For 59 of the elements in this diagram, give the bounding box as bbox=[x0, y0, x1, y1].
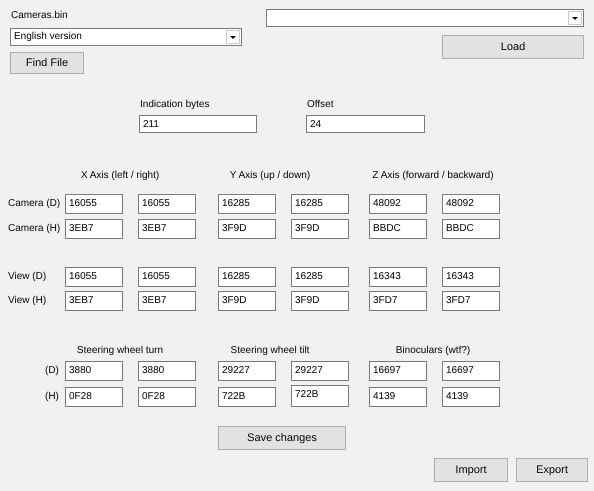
input-field: 3F9D bbox=[218, 219, 276, 239]
input-field: 48092 bbox=[442, 194, 500, 214]
input-field: 16285 bbox=[218, 194, 276, 214]
input-field: 3EB7 bbox=[65, 219, 123, 239]
row-label: View (D) bbox=[8, 271, 46, 282]
input-field: 0F28 bbox=[65, 387, 123, 407]
row-label: (H) bbox=[45, 391, 59, 402]
column-heading: Z Axis (forward / backward) bbox=[372, 170, 494, 181]
input-field: 16343 bbox=[442, 267, 500, 287]
column-heading: Y Axis (up / down) bbox=[230, 170, 310, 181]
input-field: 16285 bbox=[291, 194, 349, 214]
input-field: 16055 bbox=[65, 194, 123, 214]
input-field: 3F9D bbox=[291, 291, 349, 311]
input-field: 16285 bbox=[291, 267, 349, 287]
input-field: 16055 bbox=[138, 194, 196, 214]
input-field: 16055 bbox=[138, 267, 196, 287]
input-field: 4139 bbox=[369, 387, 427, 407]
column-heading: Binoculars (wtf?) bbox=[396, 345, 470, 356]
input-field: 16285 bbox=[218, 267, 276, 287]
save-changes-button: Save changes bbox=[218, 426, 346, 450]
input-field: 211 bbox=[139, 115, 257, 133]
input-field: 3EB7 bbox=[65, 291, 123, 311]
input-field: 16055 bbox=[65, 267, 123, 287]
import-button: Import bbox=[434, 458, 508, 482]
input-field: BBDC bbox=[369, 219, 427, 239]
field-label: Offset bbox=[307, 99, 334, 110]
input-field: 0F28 bbox=[138, 387, 196, 407]
row-label: (D) bbox=[45, 365, 59, 376]
input-field: 3FD7 bbox=[442, 291, 500, 311]
input-field: 722B bbox=[291, 385, 349, 407]
input-field: 3F9D bbox=[218, 291, 276, 311]
row-label: View (H) bbox=[8, 295, 46, 306]
input-field: 48092 bbox=[369, 194, 427, 214]
file-name-label: Cameras.bin bbox=[11, 10, 68, 21]
input-field: 29227 bbox=[291, 361, 349, 381]
input-field: 3880 bbox=[138, 361, 196, 381]
input-field: 722B bbox=[218, 387, 276, 407]
column-heading: Steering wheel turn bbox=[76, 345, 164, 356]
find-file-button: Find File bbox=[10, 52, 84, 74]
row-label: Camera (H) bbox=[8, 223, 60, 234]
input-field: 24 bbox=[306, 115, 425, 133]
field-label: Indication bytes bbox=[140, 99, 210, 110]
load-button: Load bbox=[442, 35, 584, 59]
input-field: 29227 bbox=[218, 361, 276, 381]
input-field: 16343 bbox=[369, 267, 427, 287]
input-field: 4139 bbox=[442, 387, 500, 407]
input-field: 3EB7 bbox=[138, 291, 196, 311]
input-field: 3FD7 bbox=[369, 291, 427, 311]
column-heading: Steering wheel tilt bbox=[230, 345, 310, 356]
input-field: 3EB7 bbox=[138, 219, 196, 239]
export-button: Export bbox=[516, 458, 588, 482]
input-field: 3880 bbox=[65, 361, 123, 381]
input-field: BBDC bbox=[442, 219, 500, 239]
language-dropdown: English version bbox=[10, 28, 242, 46]
input-field: 3F9D bbox=[291, 219, 349, 239]
row-label: Camera (D) bbox=[8, 198, 60, 209]
input-field: 16697 bbox=[442, 361, 500, 381]
input-field: 16697 bbox=[369, 361, 427, 381]
column-heading: X Axis (left / right) bbox=[80, 170, 160, 181]
